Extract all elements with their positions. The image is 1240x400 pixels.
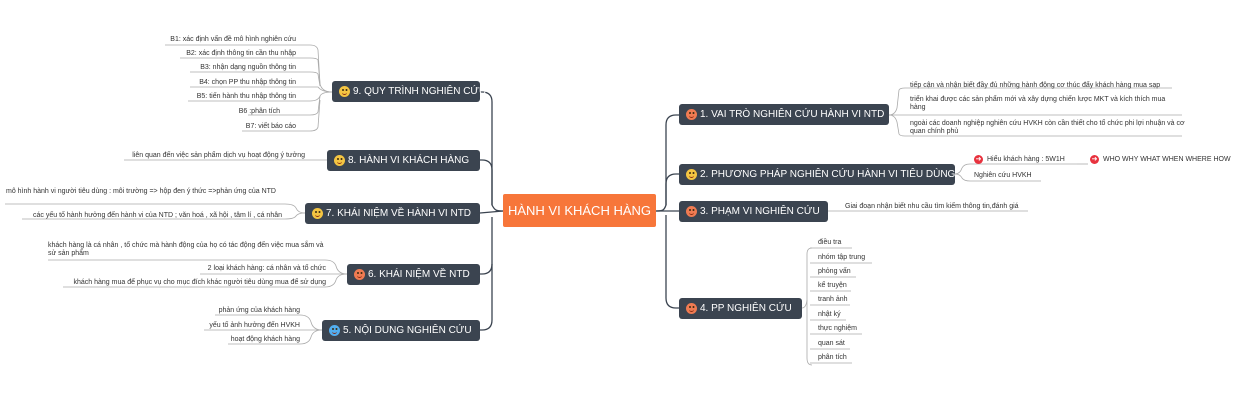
leaf-item[interactable]: quan sát <box>818 340 845 347</box>
leaf-item[interactable]: hoạt động khách hàng <box>230 336 300 343</box>
central-topic[interactable]: HÀNH VI KHÁCH HÀNG <box>503 194 656 227</box>
branch-label: 1. VAI TRÒ NGHIÊN CỨU HÀNH VI NTD <box>700 109 885 120</box>
branch-noi-dung[interactable]: 5. NỘI DUNG NGHIÊN CỨU <box>322 320 480 341</box>
leaf-item[interactable]: B5: tiến hành thu nhập thông tin <box>196 93 296 100</box>
branch-label: 5. NỘI DUNG NGHIÊN CỨU <box>343 325 472 336</box>
leaf-item[interactable]: Giai đoạn nhận biết nhu cầu tìm kiếm thô… <box>845 203 1019 210</box>
branch-label: 3. PHẠM VI NGHIÊN CỨU <box>700 206 820 217</box>
leaf-item[interactable]: khách hàng là cá nhân , tổ chức mà hành … <box>48 242 324 257</box>
leaf-item[interactable]: B2: xác định thông tin cần thu nhập <box>186 50 296 57</box>
branch-label: 2. PHƯƠNG PHÁP NGHIÊN CỨU HÀNH VI TIÊU D… <box>700 169 956 180</box>
branch-phuong-phap[interactable]: 2. PHƯƠNG PHÁP NGHIÊN CỨU HÀNH VI TIÊU D… <box>679 164 955 185</box>
branch-label: 7. KHÁI NIỆM VỀ HÀNH VI NTD <box>326 208 472 219</box>
leaf-item[interactable]: khách hàng mua để phục vụ cho mục đích k… <box>73 279 326 286</box>
right-arrow-circle-icon: ➜ <box>1090 155 1099 164</box>
branch-label: 6. KHÁI NIỆM VỀ NTD <box>368 269 470 280</box>
branch-label: 4. PP NGHIÊN CỨU <box>700 303 792 314</box>
branch-label: 8. HÀNH VI KHÁCH HÀNG <box>348 155 470 166</box>
leaf-item[interactable]: liên quan đến việc sản phẩm dịch vụ hoạt… <box>132 152 305 159</box>
leaf-item[interactable]: kể truyện <box>818 282 847 289</box>
leaf-item[interactable]: yếu tố ảnh hưởng đến HVKH <box>209 322 300 329</box>
leaf-item[interactable]: B4: chọn PP thu nhập thông tin <box>199 79 296 86</box>
leaf-item[interactable]: Nghiên cứu HVKH <box>974 172 1032 179</box>
leaf-item[interactable]: ngoài các doanh nghiệp nghiên cứu HVKH c… <box>910 120 1185 135</box>
branch-khai-niem-hanh-vi[interactable]: 7. KHÁI NIỆM VỀ HÀNH VI NTD <box>305 203 480 224</box>
leaf-item[interactable]: ➜ WHO WHY WHAT WHEN WHERE HOW <box>1090 155 1231 164</box>
leaf-item[interactable]: 2 loại khách hàng: cá nhân và tổ chức <box>207 265 326 272</box>
right-arrow-circle-icon: ➜ <box>974 155 983 164</box>
branch-vai-tro[interactable]: 1. VAI TRÒ NGHIÊN CỨU HÀNH VI NTD <box>679 104 889 125</box>
smiley-face-icon <box>312 208 323 219</box>
smiley-face-icon <box>686 303 697 314</box>
branch-pp-nghien-cuu[interactable]: 4. PP NGHIÊN CỨU <box>679 298 802 319</box>
smiley-face-icon <box>339 86 350 97</box>
leaf-item[interactable]: phân tích <box>818 354 847 361</box>
leaf-item[interactable]: B6 :phân tích <box>238 108 280 115</box>
leaf-item[interactable]: phản ứng của khách hàng <box>218 307 300 314</box>
branch-pham-vi[interactable]: 3. PHẠM VI NGHIÊN CỨU <box>679 201 828 222</box>
smiley-face-icon <box>334 155 345 166</box>
leaf-item[interactable]: triển khai được các sản phẩm mới và xây … <box>910 96 1166 111</box>
smiley-face-icon <box>686 109 697 120</box>
leaf-item[interactable]: phỏng vấn <box>818 268 851 275</box>
leaf-item[interactable]: tranh ảnh <box>818 296 848 303</box>
leaf-item[interactable]: nhật ký <box>818 311 841 318</box>
leaf-item[interactable]: ➜ Hiểu khách hàng : 5W1H <box>974 155 1065 164</box>
leaf-item[interactable]: B7: viết báo cáo <box>245 123 296 130</box>
smiley-face-icon <box>329 325 340 336</box>
branch-label: 9. QUY TRÌNH NGHIÊN CỨU <box>353 86 487 97</box>
leaf-item[interactable]: mô hình hành vi người tiêu dùng : môi tr… <box>6 188 276 195</box>
leaf-item[interactable]: nhóm tập trung <box>818 254 866 261</box>
smiley-face-icon <box>686 169 697 180</box>
leaf-item[interactable]: B3: nhận dạng nguồn thông tin <box>200 64 296 71</box>
leaf-item[interactable]: thực nghiệm <box>818 325 857 332</box>
smiley-face-icon <box>354 269 365 280</box>
branch-khai-niem-ntd[interactable]: 6. KHÁI NIỆM VỀ NTD <box>347 264 480 285</box>
leaf-item[interactable]: tiếp cận và nhận biết đầy đủ những hành … <box>910 82 1161 89</box>
leaf-item[interactable]: B1: xác định vấn đề mô hình nghiên cứu <box>170 36 296 43</box>
branch-quy-trinh[interactable]: 9. QUY TRÌNH NGHIÊN CỨU <box>332 81 486 102</box>
leaf-item[interactable]: các yếu tố hành hưởng đến hành vi của NT… <box>33 212 282 219</box>
branch-hanh-vi-kh[interactable]: 8. HÀNH VI KHÁCH HÀNG <box>327 150 480 171</box>
smiley-face-icon <box>686 206 697 217</box>
leaf-item[interactable]: điều tra <box>818 239 842 246</box>
